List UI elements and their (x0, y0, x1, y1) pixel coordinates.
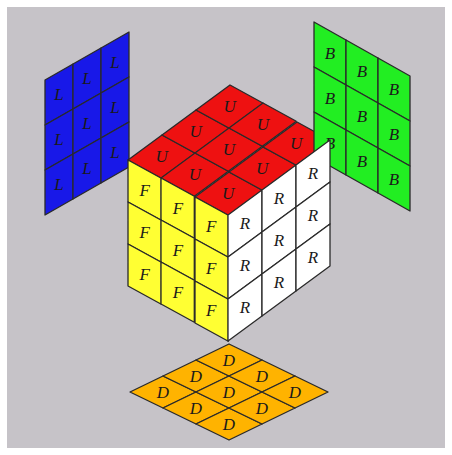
face-letter: F (173, 284, 183, 301)
face-letter: B (357, 108, 367, 125)
left-face-sticker: L (101, 122, 129, 183)
face-letter: B (325, 45, 335, 62)
face-letter: L (54, 86, 63, 103)
front-face-sticker: F (161, 262, 194, 322)
face-letter: L (82, 160, 91, 177)
face-letter: R (240, 257, 250, 274)
face-letter: F (139, 266, 149, 283)
face-letter: B (325, 90, 335, 107)
face-letter: U (222, 185, 234, 202)
right-face-sticker: R (262, 249, 296, 316)
sticker-shape (262, 376, 328, 408)
front-face-sticker: F (128, 244, 161, 304)
sticker-shape (45, 154, 73, 215)
face-letter: B (389, 171, 399, 188)
face-letter: L (110, 144, 119, 161)
left-face-sticker: L (73, 138, 101, 199)
face-letter: U (290, 135, 302, 152)
face-letter: U (224, 98, 236, 115)
face-letter: D (223, 352, 235, 369)
face-letter: R (308, 165, 318, 182)
back-face-sticker: B (346, 130, 378, 193)
face-letter: D (157, 384, 169, 401)
right-face-sticker: R (228, 274, 262, 341)
face-letter: F (173, 200, 183, 217)
face-letter: L (82, 70, 91, 87)
face-letter: D (223, 384, 235, 401)
sticker-shape (228, 274, 262, 341)
face-letter: U (190, 123, 202, 140)
back-face-sticker: B (378, 148, 410, 211)
face-letter: F (139, 224, 149, 241)
face-letter: R (274, 274, 284, 291)
face-letter: U (156, 148, 168, 165)
face-letter: F (206, 302, 216, 319)
sticker-shape (378, 148, 410, 211)
face-letter: F (206, 218, 216, 235)
front-face-sticker: F (195, 281, 228, 341)
sticker-shape (128, 244, 161, 304)
face-letter: D (223, 416, 235, 433)
face-letter: U (223, 141, 235, 158)
face-letter: R (274, 232, 284, 249)
sticker-shape (73, 138, 101, 199)
face-letter: F (139, 182, 149, 199)
face-letter: U (257, 116, 269, 133)
face-letter: L (54, 131, 63, 148)
face-letter: U (256, 160, 268, 177)
sticker-shape (101, 122, 129, 183)
face-letter: R (308, 249, 318, 266)
face-letter: D (190, 368, 202, 385)
face-letter: L (82, 115, 91, 132)
face-letter: L (110, 99, 119, 116)
face-letter: L (54, 176, 63, 193)
left-face-sticker: L (45, 154, 73, 215)
right-face-sticker: R (296, 224, 330, 291)
sticker-shape (262, 249, 296, 316)
face-letter: R (274, 190, 284, 207)
down-face-sticker: D (262, 376, 328, 408)
sticker-shape (296, 224, 330, 291)
face-letter: D (256, 400, 268, 417)
sticker-shape (346, 130, 378, 193)
face-letter: R (240, 215, 250, 232)
face-letter: F (173, 242, 183, 259)
face-letter: F (206, 260, 216, 277)
face-letter: D (256, 368, 268, 385)
sticker-shape (195, 281, 228, 341)
face-letter: B (357, 63, 367, 80)
face-letter: D (190, 400, 202, 417)
face-letter: L (110, 54, 119, 71)
face-letter: B (389, 81, 399, 98)
sticker-shape (161, 262, 194, 322)
face-letter: U (189, 166, 201, 183)
face-letter: R (240, 299, 250, 316)
face-letter: D (289, 384, 301, 401)
face-letter: B (389, 126, 399, 143)
face-letter: R (308, 207, 318, 224)
face-letter: B (357, 153, 367, 170)
